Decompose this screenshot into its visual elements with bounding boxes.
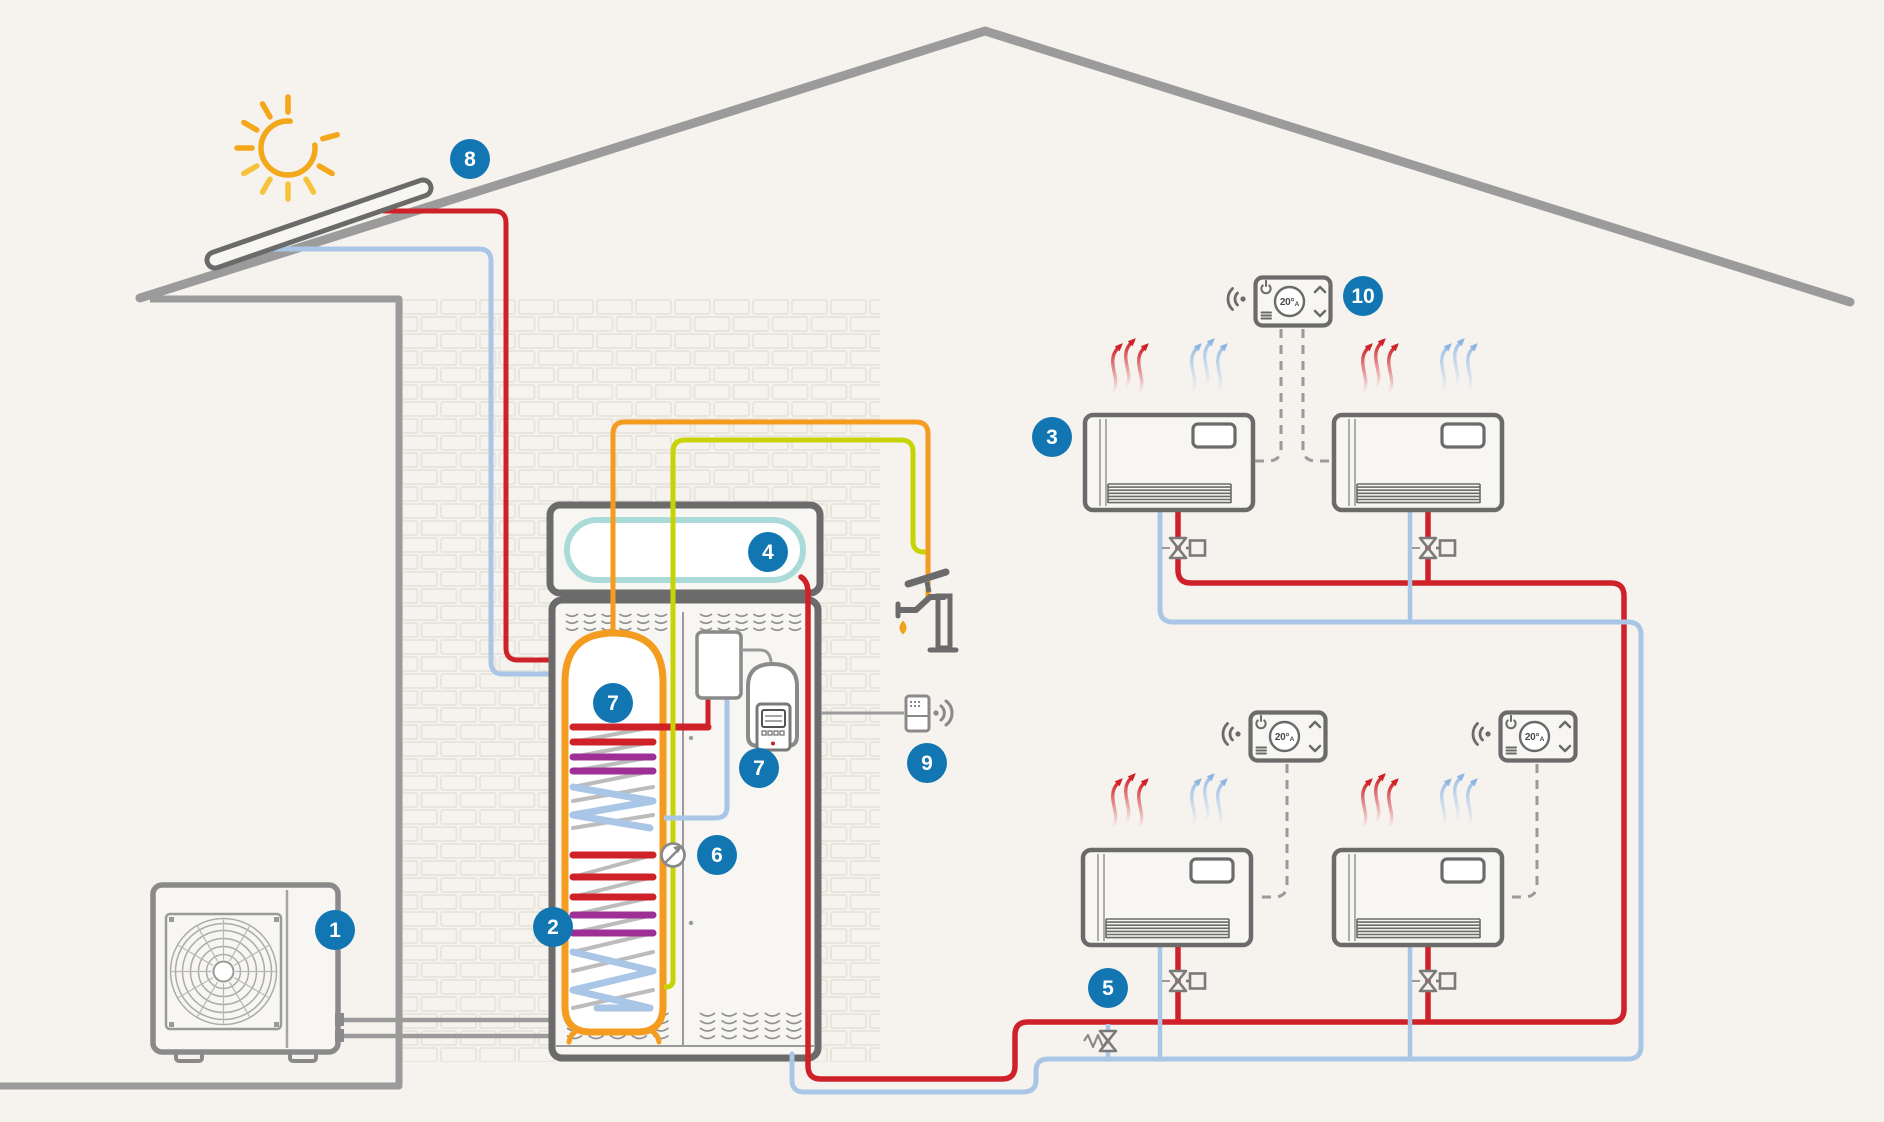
- zone-valve-icon: [1162, 969, 1207, 993]
- flow-pipe: [798, 505, 1627, 1082]
- control-door: [1189, 857, 1235, 884]
- warm-air-waves: [1111, 338, 1149, 392]
- recirculation-pipe: [664, 437, 927, 990]
- thermostat-display: 20°A: [1524, 731, 1545, 743]
- outdoor-unit: [150, 882, 560, 1063]
- thermostat-upper: 20°A: [1253, 275, 1333, 328]
- air-grille: [1356, 918, 1481, 939]
- buffer-tank: [564, 517, 806, 583]
- badge-bypass-valve: 5: [1088, 968, 1128, 1008]
- badge-top-tank: 4: [748, 532, 788, 572]
- thermostat-links: [1255, 329, 1539, 899]
- fan-coil-unit: [1331, 412, 1505, 513]
- sun-icon: [234, 94, 341, 202]
- return-pipe: [789, 505, 1644, 1095]
- zone-valve-icon: [1412, 969, 1457, 993]
- warm-air-waves: [1361, 338, 1399, 392]
- zone-valve-icon: [1412, 536, 1457, 560]
- control-door: [1191, 422, 1237, 449]
- wifi-signal-icon: [1219, 719, 1243, 749]
- heating-pipes: [789, 505, 1644, 1095]
- solar-return-pipe: [263, 246, 697, 677]
- fan-coil-unit: [1082, 412, 1256, 513]
- roof-outline: [135, 26, 1855, 307]
- bypass-valve-icon: [1083, 1029, 1118, 1053]
- dhw-pipes: [610, 419, 931, 990]
- control-door: [1440, 422, 1486, 449]
- air-grille: [1105, 918, 1230, 939]
- heat-pump-indoor-unit: [546, 501, 824, 1062]
- thermostat-lower-right: 20°A: [1498, 710, 1578, 763]
- hot-water-pipe: [610, 419, 931, 636]
- thermostat-display: 20°A: [1279, 296, 1300, 308]
- fan-icon: [169, 917, 278, 1026]
- thermostat-display: 20°A: [1274, 731, 1295, 743]
- solar-flow-pipe: [383, 208, 697, 663]
- wifi-signal-icon: [1224, 284, 1248, 314]
- badge-thermostat: 10: [1343, 276, 1383, 316]
- badge-tank-coil: 2: [533, 907, 573, 947]
- air-grille: [1107, 483, 1232, 504]
- badge-fan-coil: 3: [1032, 417, 1072, 457]
- cool-air-waves: [1440, 773, 1478, 827]
- pump-icon: [660, 842, 686, 868]
- solar-pipes: [263, 208, 697, 677]
- badge-solar-circuit: 8: [450, 139, 490, 179]
- badge-solar-coil: 7: [593, 683, 633, 723]
- badge-wireless: 9: [907, 743, 947, 783]
- solar-station-box: [695, 630, 743, 700]
- thermostat-lower-left: 20°A: [1248, 710, 1328, 763]
- badge-pump: 6: [697, 835, 737, 875]
- cool-air-waves: [1440, 338, 1478, 392]
- solar-panel-icon: [204, 177, 434, 271]
- faucet-icon: [895, 568, 959, 653]
- fan-coil-unit: [1080, 847, 1254, 948]
- solar-coil: [569, 723, 712, 832]
- warm-air-waves: [1361, 773, 1399, 827]
- air-grille: [1356, 483, 1481, 504]
- wifi-signal-icon: [1469, 719, 1493, 749]
- cool-air-waves: [1190, 338, 1228, 392]
- heating-coil: [569, 851, 657, 1012]
- wireless-receiver: [821, 694, 954, 733]
- control-door: [1440, 857, 1486, 884]
- zone-valve-icon: [1162, 536, 1207, 560]
- signal-icon: [933, 710, 939, 716]
- fan-coil-unit: [1331, 847, 1505, 948]
- controller-icon: [755, 702, 792, 752]
- water-drop-icon: [899, 620, 907, 635]
- solar-station: [664, 630, 799, 821]
- house-wall: [0, 295, 403, 1090]
- badge-outdoor-unit: 1: [315, 910, 355, 950]
- badge-controller: 7: [739, 748, 779, 788]
- cool-air-waves: [1190, 773, 1228, 827]
- warm-air-waves: [1111, 773, 1149, 827]
